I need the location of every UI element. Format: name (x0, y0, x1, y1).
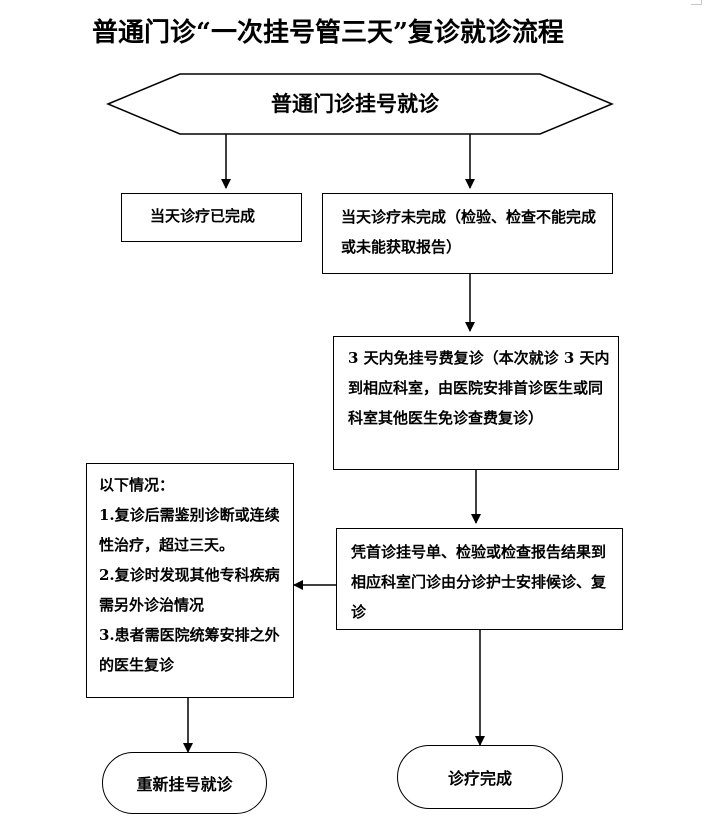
box-free-revisit: 3 天内免挂号费复诊（本次就诊 3 天内到相应科室，由医院安排首诊医生或同科室其… (333, 336, 619, 470)
end-complete-label: 诊疗完成 (447, 769, 512, 788)
box-revisit-procedure: 凭首诊挂号单、检验或检查报告结果到相应科室门诊由分诊护士安排候诊、复诊 (336, 528, 623, 630)
exception-item: 3.患者需医院统筹安排之外的医生复诊 (99, 626, 280, 674)
end-reregister-label: 重新挂号就诊 (136, 775, 233, 794)
exceptions-heading: 以下情况： (99, 476, 175, 494)
start-node-label: 普通门诊挂号就诊 (271, 91, 439, 116)
end-complete: 诊疗完成 (397, 745, 563, 809)
box-free-revisit-label: 3 天内免挂号费复诊（本次就诊 3 天内到相应科室，由医院安排首诊医生或同科室其… (348, 349, 610, 427)
box-exceptions: 以下情况： 1.复诊后需鉴别诊断或连续性治疗，超过三天。 2.复诊时发现其他专科… (86, 463, 294, 698)
start-hexagon (106, 73, 614, 135)
corner-mark (691, 0, 702, 5)
box-diagnosis-undone-label: 当天诊疗未完成（检验、检查不能完成或未能获取报告） (341, 208, 597, 256)
box-diagnosis-done: 当天诊疗已完成 (121, 193, 302, 242)
box-revisit-procedure-label: 凭首诊挂号单、检验或检查报告结果到相应科室门诊由分诊护士安排候诊、复诊 (351, 543, 607, 621)
end-reregister: 重新挂号就诊 (102, 752, 267, 814)
exception-item: 2.复诊时发现其他专科疾病需另外诊治情况 (99, 566, 280, 614)
box-diagnosis-done-label: 当天诊疗已完成 (150, 207, 256, 225)
exception-item: 1.复诊后需鉴别诊断或连续性治疗，超过三天。 (99, 506, 280, 554)
box-diagnosis-undone: 当天诊疗未完成（检验、检查不能完成或未能获取报告） (322, 193, 613, 274)
page-title: 普通门诊“一次挂号管三天”复诊就诊流程 (92, 18, 564, 48)
